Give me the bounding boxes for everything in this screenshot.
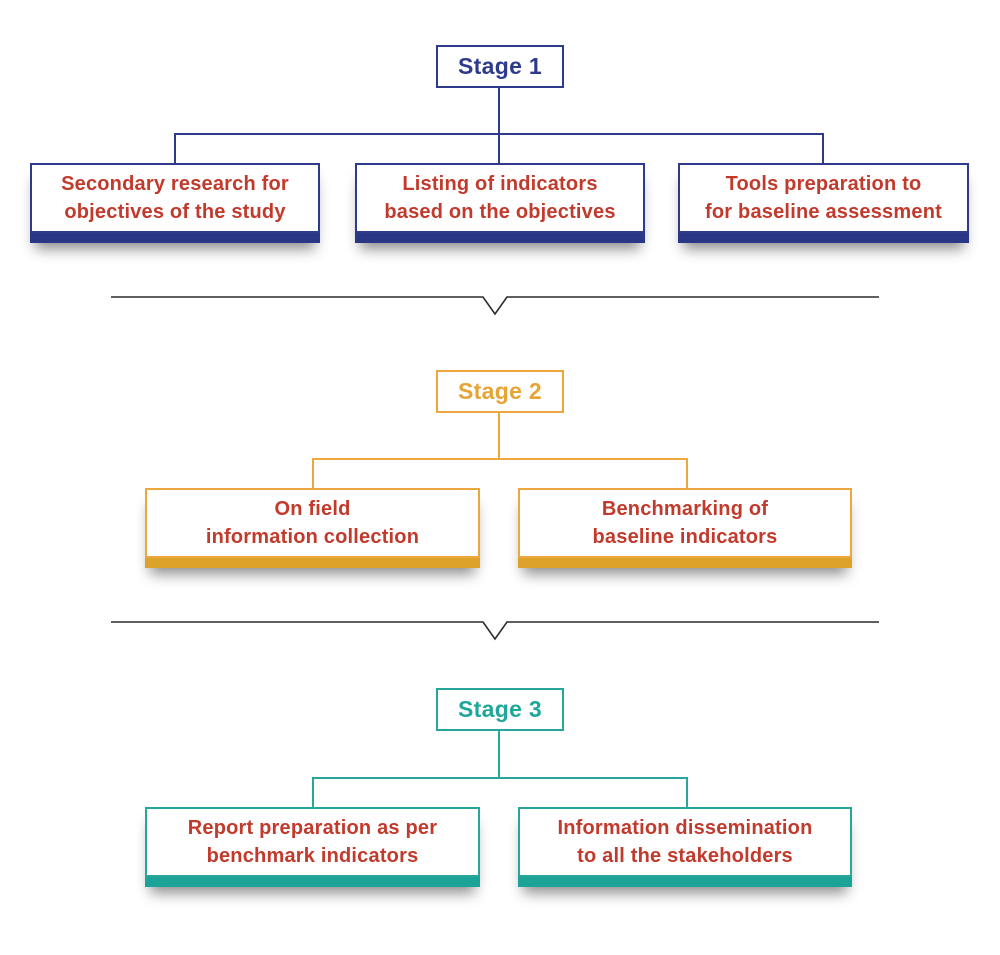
divider-line-with-chevron [111, 296, 879, 316]
stage-1-connector-stem [498, 88, 500, 133]
node-accent-bar [355, 233, 645, 243]
node-benchmarking-indicators: Benchmarking of baseline indicators [518, 488, 852, 568]
stage-1-label: Stage 1 [458, 53, 542, 79]
node-text: Listing of indicators based on the objec… [384, 173, 616, 223]
node-body: Listing of indicators based on the objec… [355, 163, 645, 233]
stage-3-connector-stem [498, 731, 500, 777]
node-body: Tools preparation to for baseline assess… [678, 163, 969, 233]
node-body: Information dissemination to all the sta… [518, 807, 852, 877]
stage-2-connector-drop-left [312, 458, 314, 488]
node-accent-bar [145, 877, 480, 887]
section-divider-2 [111, 621, 879, 641]
stage-2-connector-rail [312, 458, 688, 460]
node-information-dissemination: Information dissemination to all the sta… [518, 807, 852, 887]
stage-2-label: Stage 2 [458, 378, 542, 404]
node-tools-preparation: Tools preparation to for baseline assess… [678, 163, 969, 243]
node-body: On field information collection [145, 488, 480, 558]
node-accent-bar [678, 233, 969, 243]
stage-1-connector-drop-left [174, 133, 176, 163]
stage-3-connector-rail [312, 777, 688, 779]
stage-3-connector-drop-right [686, 777, 688, 807]
node-text: Secondary research for objectives of the… [61, 173, 289, 223]
stage-1-connector-drop-center [498, 133, 500, 163]
node-text: Report preparation as per benchmark indi… [187, 817, 438, 867]
node-body: Report preparation as per benchmark indi… [145, 807, 480, 877]
node-text: On field information collection [205, 498, 420, 548]
node-accent-bar [30, 233, 320, 243]
node-listing-indicators: Listing of indicators based on the objec… [355, 163, 645, 243]
stage-3-label-box: Stage 3 [436, 688, 564, 731]
node-text: Benchmarking of baseline indicators [592, 498, 778, 548]
node-text: Tools preparation to for baseline assess… [705, 173, 942, 223]
stage-1-label-box: Stage 1 [436, 45, 564, 88]
stage-2-connector-stem [498, 413, 500, 458]
stage-1-connector-drop-right [822, 133, 824, 163]
stage-3-connector-drop-left [312, 777, 314, 807]
node-secondary-research: Secondary research for objectives of the… [30, 163, 320, 243]
stage-2-label-box: Stage 2 [436, 370, 564, 413]
stage-2-connector-drop-right [686, 458, 688, 488]
node-accent-bar [145, 558, 480, 568]
divider-line-with-chevron [111, 621, 879, 641]
node-accent-bar [518, 877, 852, 887]
node-accent-bar [518, 558, 852, 568]
node-report-preparation: Report preparation as per benchmark indi… [145, 807, 480, 887]
node-body: Secondary research for objectives of the… [30, 163, 320, 233]
node-body: Benchmarking of baseline indicators [518, 488, 852, 558]
section-divider-1 [111, 296, 879, 316]
node-on-field-collection: On field information collection [145, 488, 480, 568]
node-text: Information dissemination to all the sta… [557, 817, 813, 867]
stage-3-label: Stage 3 [458, 696, 542, 722]
